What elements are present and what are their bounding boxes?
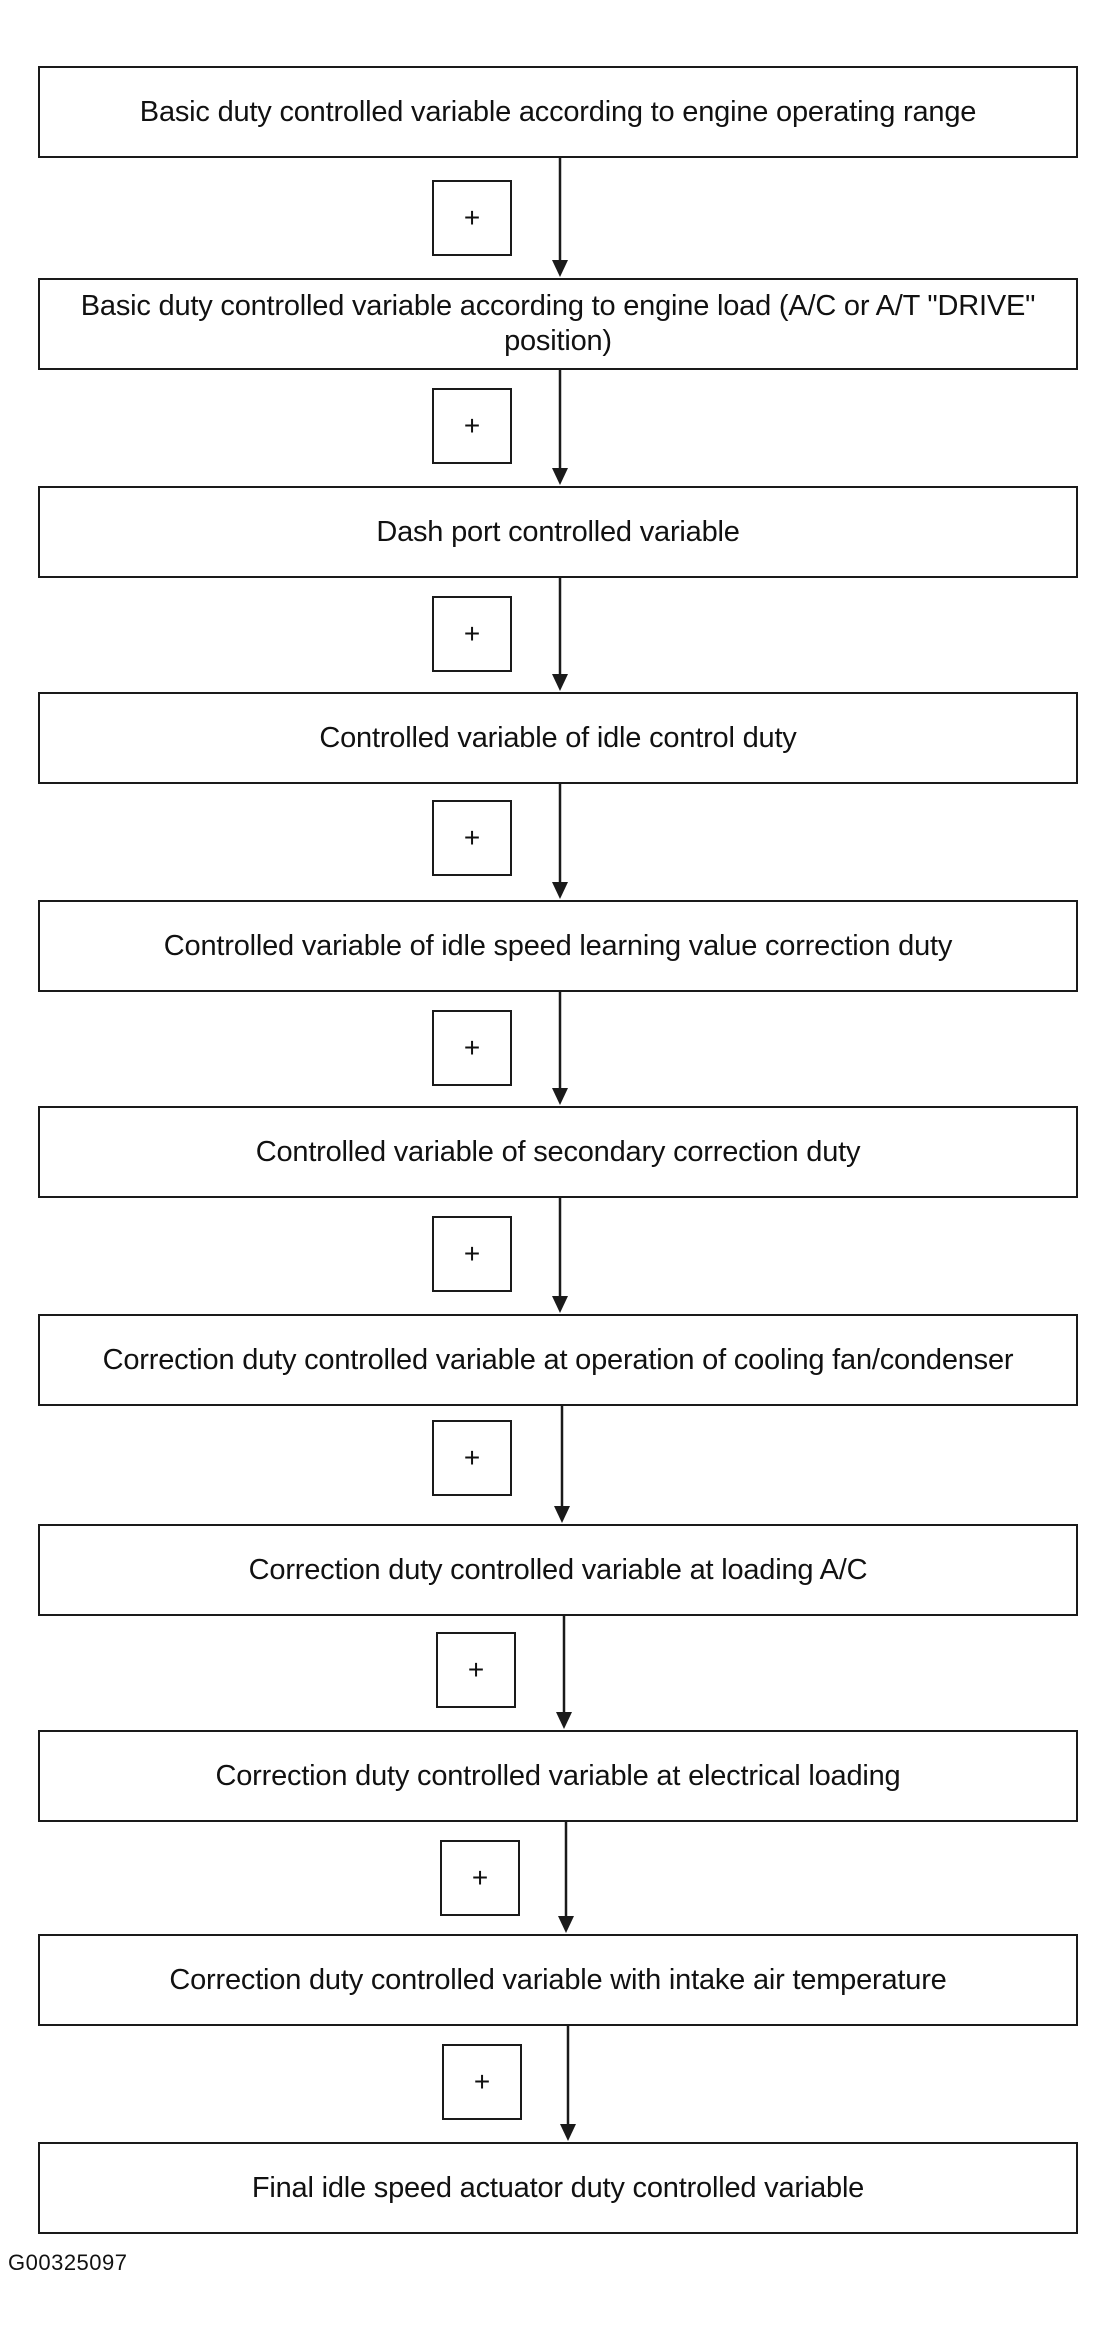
- arrow-connector: [552, 158, 568, 277]
- plus-operator-9: +: [440, 1840, 520, 1916]
- arrow-head: [554, 1506, 570, 1523]
- arrow-connector: [558, 1822, 574, 1933]
- arrow-connector: [552, 992, 568, 1105]
- plus-sign: +: [463, 202, 481, 233]
- step-1-box: Basic duty controlled variable according…: [38, 66, 1078, 158]
- step-4-text: Controlled variable of idle control duty: [319, 721, 797, 754]
- arrow-head: [552, 1296, 568, 1313]
- step-10-box: Correction duty controlled variable with…: [38, 1934, 1078, 2026]
- arrow-connector: [552, 784, 568, 899]
- plus-operator-2: +: [432, 388, 512, 464]
- step-3-text: Dash port controlled variable: [376, 515, 740, 548]
- step-6-box: Controlled variable of secondary correct…: [38, 1106, 1078, 1198]
- plus-sign: +: [471, 1862, 489, 1893]
- arrow-head: [552, 260, 568, 277]
- plus-sign: +: [463, 1238, 481, 1269]
- step-2-text: Basic duty controlled variable according…: [80, 290, 1036, 357]
- arrow-connector: [552, 1198, 568, 1313]
- plus-sign: +: [467, 1654, 485, 1685]
- arrow-connector: [556, 1616, 572, 1729]
- plus-sign: +: [463, 822, 481, 853]
- step-11-text: Final idle speed actuator duty controlle…: [251, 2171, 865, 2204]
- plus-operator-5: +: [432, 1010, 512, 1086]
- plus-sign: +: [463, 410, 481, 441]
- plus-operator-1: +: [432, 180, 512, 256]
- step-8-box: Correction duty controlled variable at l…: [38, 1524, 1078, 1616]
- arrow-connector: [554, 1406, 570, 1523]
- step-7-text: Correction duty controlled variable at o…: [102, 1343, 1014, 1376]
- step-8-text: Correction duty controlled variable at l…: [248, 1553, 868, 1586]
- step-1-text: Basic duty controlled variable according…: [139, 95, 977, 128]
- step-5-box: Controlled variable of idle speed learni…: [38, 900, 1078, 992]
- arrow-head: [556, 1712, 572, 1729]
- figure-id: G00325097: [8, 2250, 128, 2275]
- step-9-box: Correction duty controlled variable at e…: [38, 1730, 1078, 1822]
- plus-sign: +: [463, 1442, 481, 1473]
- arrow-connector: [560, 2026, 576, 2141]
- arrow-head: [560, 2124, 576, 2141]
- arrow-head: [558, 1916, 574, 1933]
- step-3-box: Dash port controlled variable: [38, 486, 1078, 578]
- step-5-text: Controlled variable of idle speed learni…: [163, 929, 953, 962]
- step-10-text: Correction duty controlled variable with…: [169, 1963, 947, 1996]
- step-9-text: Correction duty controlled variable at e…: [215, 1759, 901, 1792]
- step-6-text: Controlled variable of secondary correct…: [255, 1135, 861, 1168]
- arrow-head: [552, 1088, 568, 1105]
- step-11-box: Final idle speed actuator duty controlle…: [38, 2142, 1078, 2234]
- plus-operator-4: +: [432, 800, 512, 876]
- plus-operator-7: +: [432, 1420, 512, 1496]
- step-4-box: Controlled variable of idle control duty: [38, 692, 1078, 784]
- arrow-connector: [552, 578, 568, 691]
- plus-sign: +: [463, 618, 481, 649]
- arrow-connector: [552, 370, 568, 485]
- plus-operator-8: +: [436, 1632, 516, 1708]
- plus-operator-3: +: [432, 596, 512, 672]
- arrow-head: [552, 882, 568, 899]
- step-7-box: Correction duty controlled variable at o…: [38, 1314, 1078, 1406]
- plus-sign: +: [463, 1032, 481, 1063]
- step-2-box: Basic duty controlled variable according…: [38, 278, 1078, 370]
- arrow-head: [552, 674, 568, 691]
- plus-sign: +: [473, 2066, 491, 2097]
- plus-operator-10: +: [442, 2044, 522, 2120]
- arrow-head: [552, 468, 568, 485]
- plus-operator-6: +: [432, 1216, 512, 1292]
